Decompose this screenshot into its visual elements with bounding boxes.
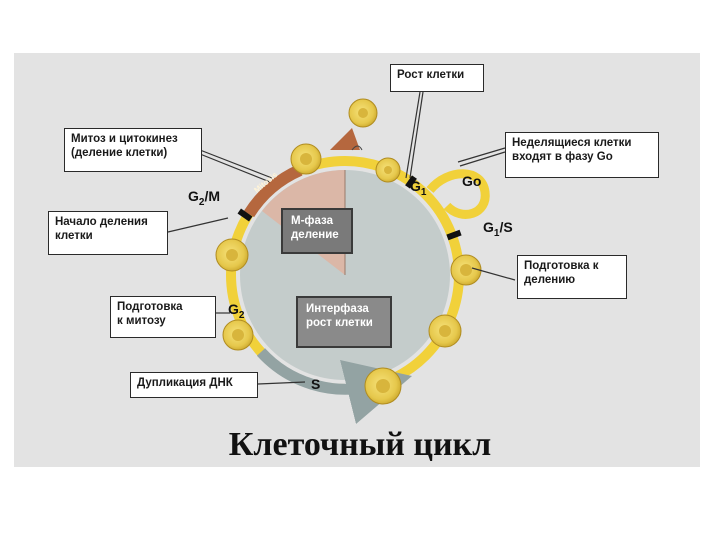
division-arrow: [330, 128, 360, 150]
interphase-label: Интерфаза рост клетки: [296, 296, 392, 348]
cell-6: [364, 367, 402, 405]
cell-5: [428, 314, 462, 348]
non-dividing-box: Неделящиеся клетки входят в фазу Go: [505, 132, 659, 178]
phase-label-g2m: G2/M: [188, 188, 221, 208]
cell-7: [215, 238, 249, 272]
prep-mitosis-box: Подготовка к митозу: [110, 296, 216, 338]
division-start-box: Начало деления клетки: [48, 211, 168, 255]
cell-3: [375, 157, 401, 183]
mitosis-cytokinesis-box: Митоз и цитокинез (деление клетки): [64, 128, 202, 172]
cell-4: [450, 254, 482, 286]
cell-2: [348, 98, 378, 128]
mitosis-arc: [243, 164, 303, 218]
checkpoint-g1: [405, 175, 417, 189]
cell-1: [290, 143, 322, 175]
phase-label-g1: G1: [410, 178, 427, 198]
phase-label-s: S: [311, 376, 321, 392]
phase-label-go: Go: [462, 173, 482, 189]
dna-duplication-box: Дупликация ДНК: [130, 372, 258, 398]
phase-label-g2: G2: [228, 301, 245, 321]
checkpoint-g2m: [237, 208, 253, 222]
growth-box: Рост клетки: [390, 64, 484, 92]
go-loop: [426, 169, 490, 219]
m-phase-label: М-фаза деление: [281, 208, 353, 254]
division-stub: [351, 145, 363, 151]
checkpoint-g1s: [446, 229, 462, 241]
cell-8: [222, 319, 254, 351]
diagram-title: Клеточный цикл: [228, 426, 492, 463]
prep-division-box: Подготовка к делению: [517, 255, 627, 299]
connector-lines: [167, 91, 516, 385]
phase-label-g1s: G1/S: [483, 219, 513, 239]
